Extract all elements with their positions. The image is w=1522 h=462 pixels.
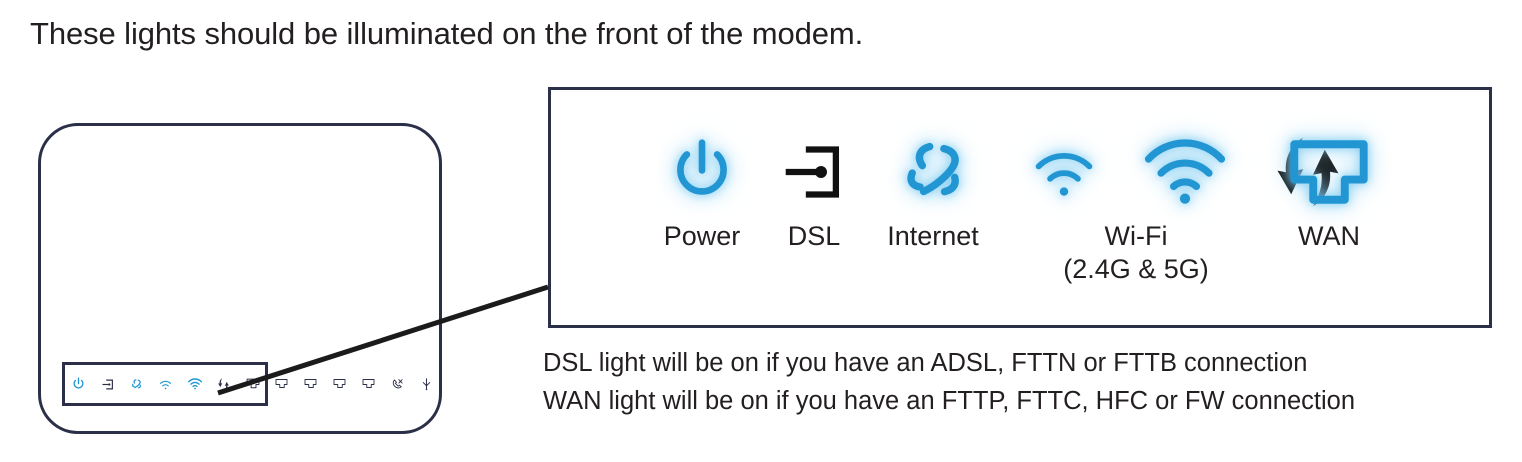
led-lan-port-2-icon bbox=[296, 370, 325, 398]
wifi-24g-icon-wrap bbox=[999, 128, 1129, 220]
legend-item-dsl: DSL bbox=[759, 128, 869, 253]
page-title: These lights should be illuminated on th… bbox=[30, 16, 864, 51]
led-power-icon bbox=[64, 370, 93, 398]
legend-item-internet: Internet bbox=[851, 128, 1015, 253]
legend-label-dsl: DSL bbox=[787, 221, 841, 251]
led-lan-port-3-icon bbox=[325, 370, 354, 398]
led-wifi-24g-icon bbox=[151, 370, 180, 398]
callout-leader-line bbox=[217, 284, 549, 396]
wifi-24g-icon bbox=[1025, 141, 1103, 208]
dsl-icon-wrap bbox=[759, 128, 869, 220]
led-internet-icon bbox=[122, 370, 151, 398]
wifi-5g-icon bbox=[1137, 134, 1233, 215]
legend-label-wifi-group: Wi-Fi (2.4G & 5G) bbox=[991, 220, 1281, 286]
power-icon bbox=[665, 133, 739, 216]
wan-port-icon bbox=[1288, 137, 1370, 212]
dsl-icon bbox=[779, 135, 849, 214]
legend-sublabel-wifi: (2.4G & 5G) bbox=[1063, 254, 1209, 284]
led-wifi-5g-icon bbox=[180, 370, 209, 398]
led-sync-arrows-icon bbox=[209, 370, 238, 398]
led-lan-port-1-icon bbox=[267, 370, 296, 398]
modem-body-outline bbox=[38, 123, 442, 434]
wan-port-icon-wrap bbox=[1241, 128, 1417, 220]
internet-icon bbox=[891, 131, 975, 218]
wifi-5g-icon-wrap bbox=[1107, 128, 1263, 220]
footnotes: DSL light will be on if you have an ADSL… bbox=[543, 344, 1355, 420]
led-lan-port-4-icon bbox=[354, 370, 383, 398]
power-icon-wrap bbox=[637, 128, 767, 220]
led-legend-panel: Power DSL bbox=[548, 87, 1492, 328]
legend-label-wan: WAN bbox=[1298, 221, 1360, 251]
legend-label-internet: Internet bbox=[887, 221, 979, 251]
legend-item-power: Power bbox=[637, 128, 767, 253]
led-phone-icon bbox=[383, 370, 412, 398]
led-dsl-icon bbox=[93, 370, 122, 398]
legend-label-power: Power bbox=[663, 221, 741, 251]
footnote-dsl: DSL light will be on if you have an ADSL… bbox=[543, 349, 1308, 377]
legend-item-wifi-24g bbox=[999, 128, 1129, 220]
legend-label-wifi: Wi-Fi bbox=[1104, 221, 1168, 251]
modem-front-illustration bbox=[38, 123, 442, 434]
internet-icon-wrap bbox=[851, 128, 1015, 220]
legend-item-wan: WAN bbox=[1241, 128, 1417, 253]
footnote-wan: WAN light will be on if you have an FTTP… bbox=[543, 387, 1356, 415]
led-usb-icon bbox=[412, 370, 441, 398]
legend-item-wifi-5g bbox=[1107, 128, 1263, 220]
